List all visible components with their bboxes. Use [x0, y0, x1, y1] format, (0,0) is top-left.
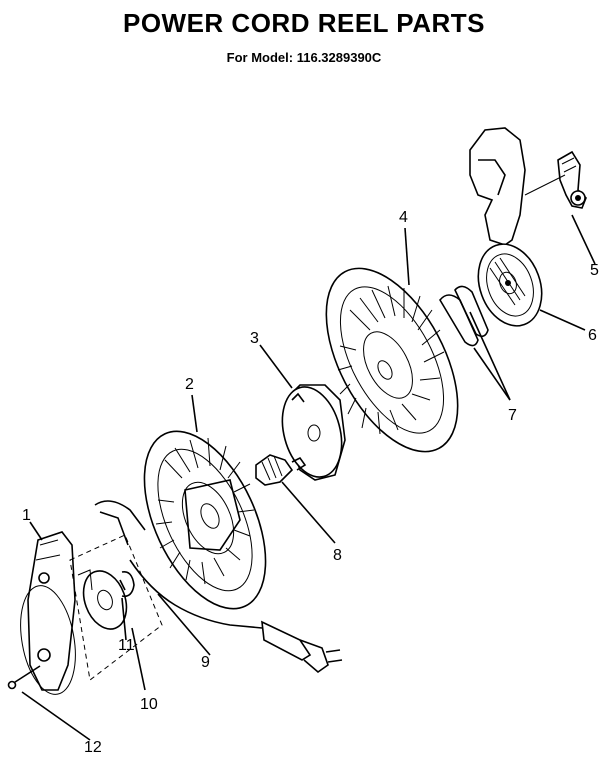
part-4-large-reel: [325, 267, 459, 453]
callout-4: 4: [399, 209, 408, 226]
part-8-shaft: [255, 454, 307, 486]
callout-6: 6: [588, 327, 597, 344]
callout-9: 9: [201, 654, 210, 671]
callout-12: 12: [84, 739, 102, 756]
part-12-screw: [7, 665, 41, 690]
leader-lines: [21, 214, 596, 741]
page-title: POWER CORD REEL PARTS: [122, 8, 485, 38]
callout-11: 11: [118, 637, 135, 654]
part-11-clip: [119, 570, 135, 598]
part-5-clip: [557, 150, 587, 209]
part-9-cord-plug: [129, 559, 343, 674]
part-10-spring-assembly: [69, 500, 163, 681]
part-3-hub: [281, 384, 346, 481]
part-2-front-reel: [143, 430, 267, 610]
callout-5: 5: [590, 262, 599, 279]
callout-1: 1: [22, 507, 31, 524]
part-7-springs: [439, 285, 489, 347]
part-1-front-bracket: [20, 531, 76, 695]
callout-3: 3: [250, 330, 259, 347]
callout-8: 8: [333, 547, 342, 564]
callout-10: 10: [140, 696, 158, 713]
callout-2: 2: [185, 376, 194, 393]
model-subtitle: For Model: 116.3289390C: [226, 50, 382, 65]
part-6-rear-bracket: [469, 127, 543, 327]
leader-5-dash: [524, 174, 566, 196]
callout-7: 7: [508, 407, 517, 424]
